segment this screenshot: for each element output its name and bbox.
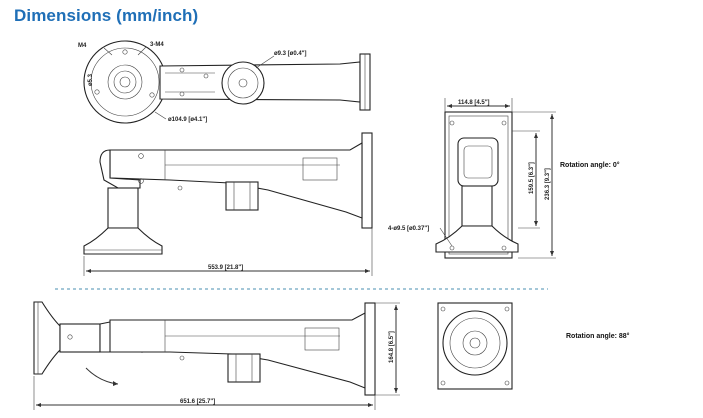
side-view-0: 114.8 [4.5"] 159.5 [6.3"] 236.3 [9.3"] 4…	[388, 98, 620, 259]
label-side-outer-height: 236.3 [9.3"]	[545, 168, 551, 200]
label-m4: M4	[78, 43, 87, 49]
label-hole-diameter: ø9.3 [ø0.4"]	[274, 51, 307, 57]
label-front-length: 553.9 [21.8"]	[208, 265, 243, 271]
rotated-view-wall-plate	[364, 302, 376, 396]
label-rotated-length: 651.6 [25.7"]	[180, 399, 215, 405]
page-title: Dimensions (mm/inch)	[14, 6, 199, 25]
top-view: M4 3-M4 ø9.3 [ø0.4"] ø104.9 [ø4.1"] ø5.3	[78, 40, 371, 124]
label-rotated-height: 164.8 [6.5"]	[389, 331, 395, 363]
label-3-m4: 3-M4	[150, 42, 164, 48]
rotated-view-nameplate	[304, 327, 340, 351]
label-rotation-88: Rotation angle: 88°	[566, 332, 630, 340]
front-view-mount-boss	[225, 181, 259, 211]
front-view-bell-base	[83, 227, 163, 255]
front-view-nameplate	[302, 157, 338, 181]
label-side-inner-height: 159.5 [6.3"]	[529, 162, 535, 194]
top-view-flange	[83, 40, 167, 124]
rotated-view: 164.8 [6.5"] 651.6 [25.7"] Rotation angl…	[33, 301, 630, 410]
label-rotation-0: Rotation angle: 0°	[560, 161, 620, 169]
label-inner: ø5.3	[88, 73, 94, 86]
front-view: 553.9 [21.8"]	[83, 132, 373, 276]
label-mount-holes: 4-ø9.5 [ø0.37"]	[388, 226, 429, 232]
rotated-view-arm	[109, 312, 366, 389]
label-side-width: 114.8 [4.5"]	[458, 100, 490, 106]
front-view-wall-plate	[361, 132, 373, 229]
label-flange-diameter: ø104.9 [ø4.1"]	[168, 117, 207, 123]
